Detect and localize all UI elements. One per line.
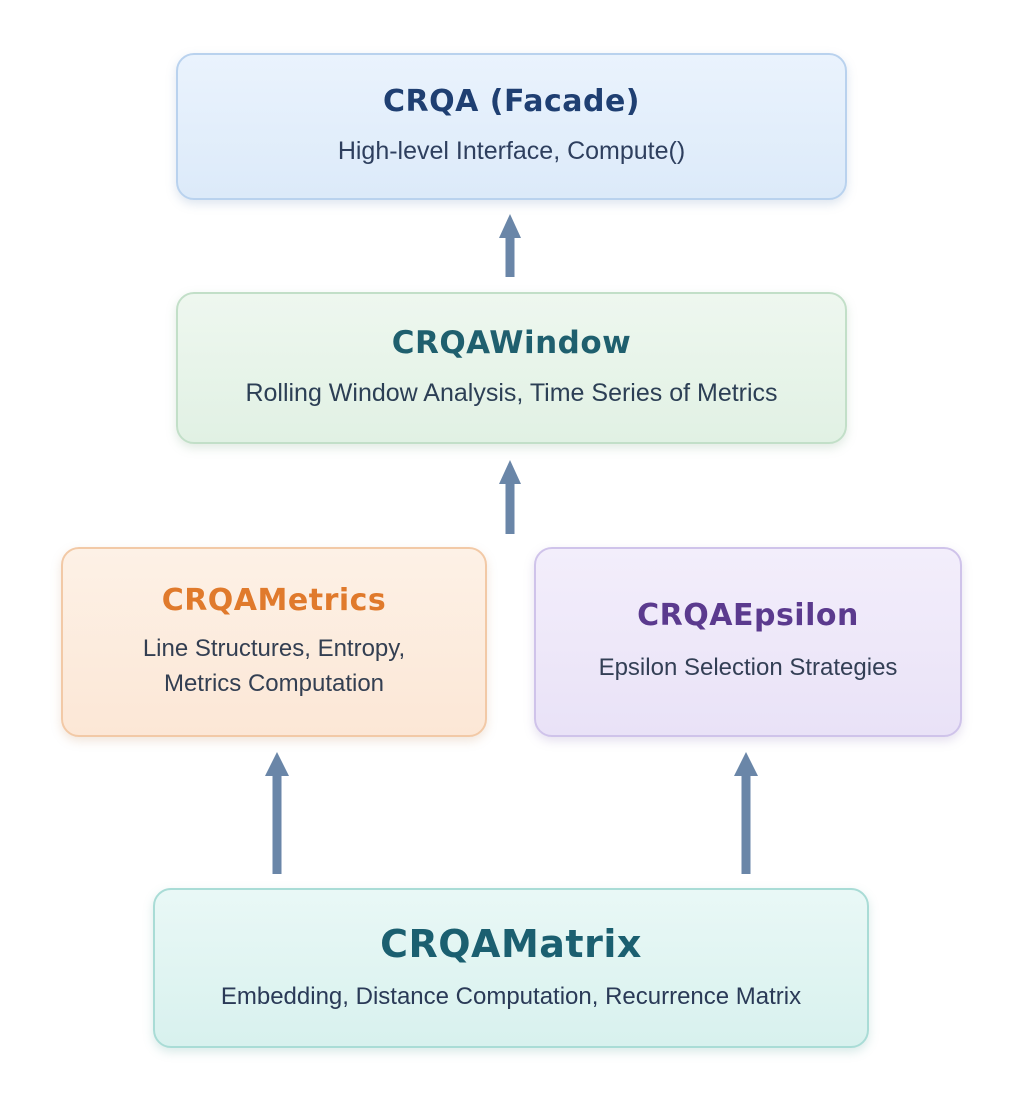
metrics-description-line-1: Line Structures, Entropy, [142,634,406,662]
arrow-metrics-to-window [499,460,521,534]
matrix-description: Embedding, Distance Computation, Recurre… [220,982,802,1010]
metrics-node: CRQAMetrics Line Structures, Entropy, Me… [61,547,487,737]
epsilon-node: CRQAEpsilon Epsilon Selection Strategies [534,547,962,737]
window-title: CRQAWindow [391,324,632,361]
metrics-title: CRQAMetrics [161,582,387,618]
arrow-window-to-facade [499,214,521,277]
arrow-matrix-to-metrics [265,752,289,874]
facade-title: CRQA (Facade) [382,83,641,119]
facade-description: High-level Interface, Compute() [337,136,686,165]
window-node: CRQAWindow Rolling Window Analysis, Time… [176,292,847,444]
matrix-title: CRQAMatrix [380,921,642,966]
epsilon-description: Epsilon Selection Strategies [598,654,898,682]
window-description: Rolling Window Analysis, Time Series of … [245,378,778,407]
facade-node: CRQA (Facade) High-level Interface, Comp… [176,53,847,200]
matrix-node: CRQAMatrix Embedding, Distance Computati… [153,888,869,1048]
arrow-matrix-to-epsilon [734,752,758,874]
epsilon-title: CRQAEpsilon [637,598,859,634]
metrics-description-line-2: Metrics Computation [163,669,385,697]
